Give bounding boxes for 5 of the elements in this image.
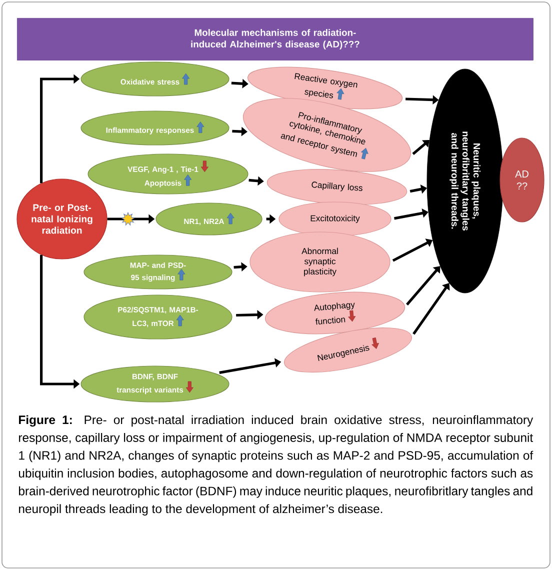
- arrow: [394, 208, 428, 220]
- arrow: [406, 266, 440, 306]
- figure-caption: Figure 1: Pre- or post-natal irradiation induced brain oxidative stress, neuroinflammatory response, capillary loss or impairment of angiogenesis, up-regulation of NMDA receptor subunit 1 (NR1) and NR2A, changes of synaptic proteins such as MAP-2 and PSD-95, accumulation of ubiquitin inclusion bodies, autophagosome and down-regulation of neurotrophic factors such as brain-derived neurotrophic factor (BDNF) may induce neuritic plaques, neurofibritlary tangles and neuropil threads leading to the development of alzheimer’s disease.: [18, 415, 534, 516]
- arrow: [412, 283, 450, 335]
- title-banner: Molecular mechanisms of radiation-induced Alzheimer's disease (AD)???: [17, 18, 534, 60]
